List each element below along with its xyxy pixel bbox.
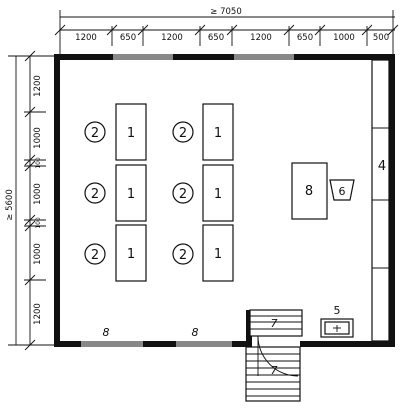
chair-label: 2 bbox=[179, 248, 187, 263]
left-dim-7: 1200 bbox=[33, 303, 43, 325]
chair bbox=[84, 243, 106, 265]
top-dim-7: 1000 bbox=[333, 33, 355, 43]
top-ticks bbox=[54, 24, 399, 46]
overall-height-label: ≥ 5600 bbox=[5, 189, 15, 220]
teacher-desk-label: 8 bbox=[305, 184, 313, 199]
walls bbox=[54, 54, 395, 347]
desk bbox=[202, 224, 234, 282]
entrance-steps: 7 7 bbox=[245, 309, 303, 402]
chair bbox=[84, 182, 106, 204]
desk-label: 1 bbox=[214, 187, 222, 202]
chair-label: 2 bbox=[91, 248, 99, 263]
window-bottom-1 bbox=[81, 341, 143, 347]
window-top-2 bbox=[234, 54, 294, 60]
top-dimension-chain: ≥ 7050 1200 650 1200 650 1200 650 1000 5… bbox=[54, 7, 399, 58]
teacher-station: 8 6 bbox=[291, 162, 355, 220]
teacher-chair bbox=[329, 179, 355, 201]
door-swing-arc bbox=[257, 335, 299, 377]
desk bbox=[202, 164, 234, 222]
top-dim-8: 500 bbox=[373, 33, 389, 43]
desk-label: 1 bbox=[127, 187, 135, 202]
top-dim-4: 650 bbox=[208, 33, 224, 43]
desk bbox=[115, 164, 147, 222]
chair bbox=[172, 121, 194, 143]
left-dim-2: 1000 bbox=[33, 127, 43, 149]
desk bbox=[115, 103, 147, 161]
student-desks: 1 1 1 1 1 1 bbox=[115, 103, 234, 282]
desk-label: 1 bbox=[214, 247, 222, 262]
window-label-1: 8 bbox=[103, 326, 110, 339]
left-dim-5: 100 bbox=[35, 217, 42, 229]
teacher-desk bbox=[291, 162, 328, 220]
top-dim-1: 1200 bbox=[75, 33, 97, 43]
top-dim-3: 1200 bbox=[161, 33, 183, 43]
overall-width-label: ≥ 7050 bbox=[210, 7, 241, 17]
top-dim-6: 650 bbox=[297, 33, 313, 43]
chair-label: 2 bbox=[179, 126, 187, 141]
sink-label: 5 bbox=[334, 304, 341, 317]
left-ticks bbox=[24, 50, 46, 351]
chair bbox=[172, 243, 194, 265]
desk bbox=[115, 224, 147, 282]
left-dim-4: 1000 bbox=[33, 183, 43, 205]
left-dim-3: 100 bbox=[35, 157, 42, 169]
teacher-chair-label: 6 bbox=[339, 185, 346, 198]
window-label-2: 8 bbox=[192, 326, 199, 339]
chair-label: 2 bbox=[179, 187, 187, 202]
chair bbox=[172, 182, 194, 204]
desk-label: 1 bbox=[127, 247, 135, 262]
left-dim-1: 1200 bbox=[33, 75, 43, 97]
left-dim-6: 1000 bbox=[33, 243, 43, 265]
steps-label-lower: 7 bbox=[271, 364, 278, 377]
desk bbox=[202, 103, 234, 161]
chair-label: 2 bbox=[91, 187, 99, 202]
chair-label: 2 bbox=[91, 126, 99, 141]
cabinet-label: 4 bbox=[378, 159, 386, 174]
sink: 5 bbox=[320, 304, 354, 338]
wall-cabinet: 4 bbox=[371, 59, 390, 342]
desk-label: 1 bbox=[127, 126, 135, 141]
window-top-1 bbox=[113, 54, 173, 60]
desk-label: 1 bbox=[214, 126, 222, 141]
chair bbox=[84, 121, 106, 143]
student-chairs: 2 2 2 2 2 2 bbox=[84, 121, 194, 265]
top-dim-2: 650 bbox=[120, 33, 136, 43]
window-bottom-2 bbox=[176, 341, 232, 347]
left-dimension-chain: ≥ 5600 1200 1000 100 1000 100 1000 1200 bbox=[5, 50, 56, 351]
windows: 8 8 bbox=[81, 54, 294, 347]
steps-label-upper: 7 bbox=[271, 317, 278, 330]
top-dim-5: 1200 bbox=[250, 33, 272, 43]
